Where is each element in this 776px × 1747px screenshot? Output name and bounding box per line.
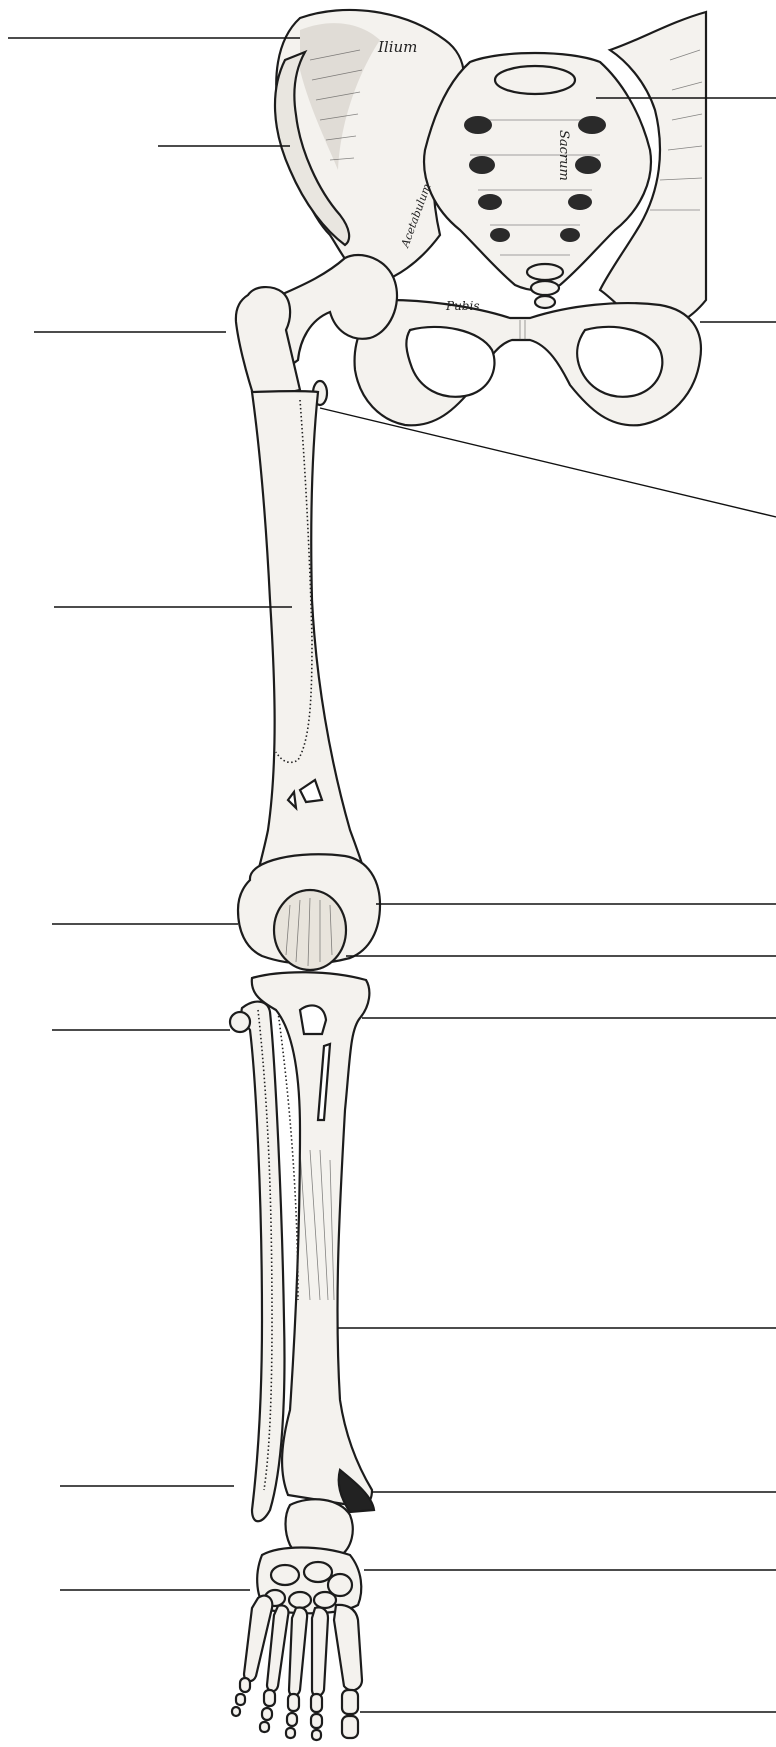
leg-bones	[230, 972, 374, 1521]
pelvis: Ilium Sacrum Acetabulum Pubis	[275, 10, 706, 425]
metatarsal-3	[289, 1607, 307, 1695]
fibula	[241, 1002, 284, 1522]
foot	[232, 1499, 362, 1740]
sacrum-label: Sacrum	[556, 130, 571, 181]
fibula-head	[230, 1012, 250, 1032]
pubis-label: Pubis	[445, 299, 479, 313]
metatarsal-2	[312, 1607, 328, 1696]
ilium-label: Ilium	[377, 38, 417, 56]
femur-shaft	[248, 391, 378, 918]
leader-lesser-trochanter	[320, 408, 776, 517]
metatarsal-1	[334, 1605, 362, 1690]
